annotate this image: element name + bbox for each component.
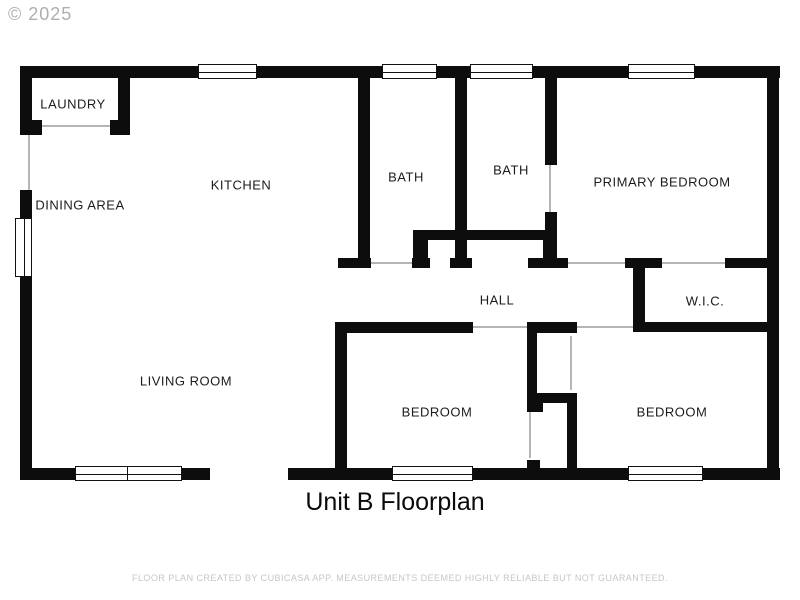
window-bedroom-mid-bottom <box>392 466 473 481</box>
wall-wic-bottom <box>633 322 779 332</box>
wall-hall-bottom-mid <box>527 322 577 333</box>
opening-line-wic-door <box>662 262 725 264</box>
room-label-kitchen: KITCHEN <box>210 177 272 193</box>
opening-line-dining-patio <box>28 135 30 190</box>
wall-outer-bottom-5 <box>703 468 780 480</box>
copyright-watermark: © 2025 <box>8 4 73 24</box>
room-label-hall: HALL <box>479 292 515 308</box>
wall-bath-divider-cap <box>450 258 472 268</box>
wall-outer-top-1 <box>20 66 198 78</box>
window-bath2-top <box>470 64 533 79</box>
room-label-wic: W.I.C. <box>685 293 725 309</box>
wall-bedroom-mid-left <box>335 333 347 468</box>
wall-primary-left-lower <box>545 212 557 258</box>
wall-outer-bottom-3 <box>288 468 392 480</box>
opening-line-closet-mid <box>529 412 531 458</box>
opening-line-primary-door <box>568 262 625 264</box>
window-living-bottom-2 <box>127 466 182 481</box>
wall-wic-left-cap <box>625 258 662 268</box>
window-primary-top <box>628 64 695 79</box>
wall-halltop-right <box>725 258 779 268</box>
wall-primary-left-upper <box>545 78 557 165</box>
wall-outer-left-2 <box>20 190 32 218</box>
room-label-bedroom-middle: BEDROOM <box>401 404 473 420</box>
opening-line-bedroom-mid-door <box>473 326 527 328</box>
wall-outer-right <box>767 66 779 480</box>
wall-closet-left <box>527 333 537 403</box>
wall-outer-bottom-2 <box>182 468 210 480</box>
wall-outer-bottom-4 <box>473 468 628 480</box>
opening-line-closet-right <box>570 336 572 390</box>
wall-bedroom-mid-top <box>335 322 473 333</box>
wall-laundry-bottom-right <box>110 120 130 135</box>
wall-bath-divider <box>455 78 467 258</box>
wall-outer-top-4 <box>533 66 628 78</box>
room-label-primary-bedroom: PRIMARY BEDROOM <box>593 174 731 190</box>
opening-line-bath1-door <box>371 262 412 264</box>
opening-line-laundry-door <box>42 125 110 127</box>
room-label-bath-left: BATH <box>388 169 424 185</box>
window-bedroom-right-bottom <box>628 466 703 481</box>
wall-bath-bottom <box>413 230 553 240</box>
wall-bedroom-divider <box>567 393 577 468</box>
wall-outer-top-5 <box>695 66 780 78</box>
room-label-bath-right: BATH <box>493 162 529 178</box>
wall-kitchen-bath <box>358 78 370 258</box>
wall-wic-left <box>633 268 645 322</box>
room-label-living-room: LIVING ROOM <box>139 373 233 389</box>
window-living-bottom-1 <box>75 466 128 481</box>
window-kitchen-top <box>198 64 257 79</box>
wall-outer-top-2 <box>257 66 382 78</box>
wall-closet-left-cap <box>527 403 543 412</box>
window-bath1-top <box>382 64 437 79</box>
room-label-laundry: LAUNDRY <box>40 96 106 112</box>
wall-bath-stub-left <box>413 240 428 258</box>
opening-line-bedroom-right-door <box>577 326 633 328</box>
wall-outer-left-3 <box>20 277 32 480</box>
wall-closet-mid <box>535 393 577 403</box>
room-label-dining-area: DINING AREA <box>35 197 125 213</box>
wall-outer-bottom-1 <box>20 468 75 480</box>
wall-hall-cap-right <box>528 258 568 268</box>
wall-outer-left-1 <box>20 66 32 135</box>
window-dining-left <box>15 218 32 277</box>
wall-bath-stub-left-cap <box>412 258 430 268</box>
wall-closet-bottom-stub <box>527 460 540 468</box>
wall-laundry-bottom-left <box>20 120 42 135</box>
wall-kitchen-bath-cap <box>338 258 371 268</box>
opening-line-bath2-door <box>549 165 551 212</box>
disclaimer-text: FLOOR PLAN CREATED BY CUBICASA APP. MEAS… <box>132 573 668 583</box>
room-label-bedroom-right: BEDROOM <box>636 404 708 420</box>
wall-outer-top-3 <box>437 66 470 78</box>
floorplan-title: Unit B Floorplan <box>305 488 485 516</box>
